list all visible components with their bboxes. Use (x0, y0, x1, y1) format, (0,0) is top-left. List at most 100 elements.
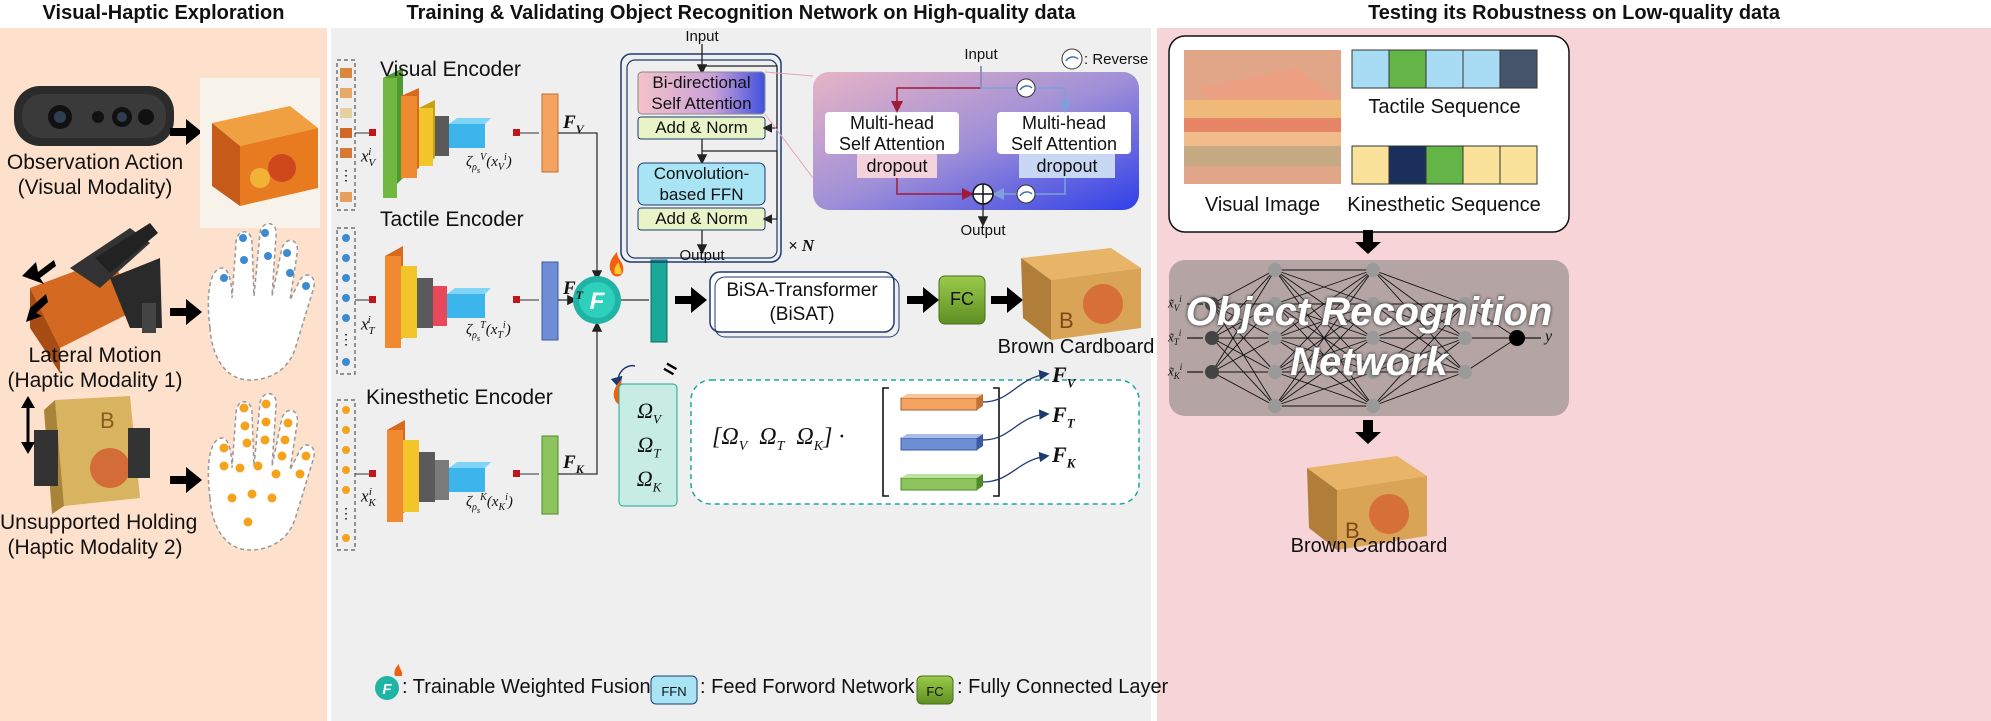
net-input-t: x̃Ti (1168, 328, 1182, 347)
legend-fusion-icon: F (375, 664, 403, 700)
network-lines (1211, 269, 1518, 407)
omega-v: ΩV (637, 398, 661, 427)
tactile-sequence-label: Tactile Sequence (1368, 96, 1521, 118)
dropout-right: dropout (1036, 156, 1098, 176)
bisa-label-line1: Bi-directional (652, 73, 751, 92)
visual-encoder-blocks (383, 68, 491, 198)
bisat-label-line1: BiSA-Transformer (726, 280, 878, 301)
kinesthetic-encoder-output-symbol: ζρsK(xKi) (466, 492, 513, 515)
holding-box-photo: B (34, 396, 150, 514)
right-panel-title: Testing its Robustness on Low-quality da… (1368, 2, 1780, 24)
observation-label-line2: (Visual Modality) (17, 176, 173, 199)
svg-text:B: B (1059, 308, 1074, 333)
kinesthetic-encoder-blocks (387, 420, 491, 522)
network-title-line2: Network (1290, 340, 1448, 384)
add-norm-label-2: Add & Norm (655, 209, 748, 228)
svg-text:B: B (1345, 518, 1360, 543)
attention-output-label: Output (960, 222, 1006, 239)
output-fk-symbol: FK (1052, 442, 1076, 471)
middle-panel-title: Training & Validating Object Recognition… (406, 2, 1076, 24)
svg-text:⋮: ⋮ (339, 331, 353, 347)
add-circle-icon (972, 183, 994, 205)
glove-holding (207, 392, 315, 551)
mhsa-right-line1: Multi-head (1021, 113, 1107, 133)
bisat-label-line2: (BiSAT) (769, 304, 835, 325)
network-title-line1: Object Recognition (1185, 290, 1553, 334)
equals-sign: = (659, 355, 683, 383)
lateral-label-line1: Lateral Motion (28, 344, 162, 367)
svg-text:F: F (590, 288, 606, 315)
omega-t: ΩT (637, 432, 661, 461)
tactile-sequence-cells (1351, 49, 1538, 89)
feature-fk-symbol: FK (563, 452, 584, 476)
visual-encoder-output-symbol: ζρsV(xVi) (466, 152, 512, 175)
legend-fc-badge: FC (926, 684, 944, 699)
transformer-input-label: Input (685, 28, 719, 45)
tactile-encoder-blocks (385, 246, 491, 348)
legend-fusion-label: : Trainable Weighted Fusion (402, 676, 651, 698)
svg-text:B: B (100, 408, 115, 433)
reverse-icon-output (1016, 184, 1036, 204)
ffn-label-line2: based FFN (659, 185, 744, 204)
reverse-icon (1016, 78, 1036, 98)
mhsa-left-line1: Multi-head (849, 113, 935, 133)
kinesthetic-sequence-cells (1351, 145, 1538, 185)
net-input-v: x̃Vi (1168, 294, 1182, 313)
network-nodes (1205, 263, 1525, 413)
tactile-encoder-title: Tactile Encoder (380, 208, 524, 231)
glove-lateral (207, 222, 315, 381)
kinesthetic-encoder-title: Kinesthetic Encoder (366, 386, 553, 409)
brown-cardboard-label-right: Brown Cardboard (1290, 535, 1448, 557)
reverse-legend-label: : Reverse (1084, 51, 1149, 68)
feature-bar-tactile (900, 434, 983, 451)
right-diagram: B (1168, 35, 1570, 550)
tactile-encoder-output-symbol: ζρsT(xTi) (466, 320, 511, 343)
omega-k: ΩK (636, 466, 662, 495)
kinesthetic-input-symbol: xKi (361, 486, 376, 510)
camera-icon (14, 86, 174, 146)
reverse-legend-icon (1061, 48, 1083, 70)
middle-diagram: ⋮ ⋮ ⋮ (336, 44, 1141, 705)
feature-ft-symbol: FT (563, 278, 584, 302)
box-photo-observation (200, 78, 320, 228)
mhsa-left-line2: Self Attention (838, 134, 946, 154)
legend-fc-label: : Fully Connected Layer (957, 676, 1169, 698)
attention-input-label: Input (964, 46, 998, 63)
left-illustrations: B (14, 78, 320, 551)
holding-label-line2: (Haptic Modality 2) (7, 536, 183, 559)
repeat-n-label: × N (788, 236, 815, 255)
output-ft-symbol: FT (1052, 402, 1075, 431)
bisa-label-line2: Self Attention (651, 94, 752, 113)
transformer-output-label: Output (679, 247, 725, 264)
weights-row: [ΩV ΩT ΩK] · (712, 424, 845, 454)
feature-bar-kinesthetic (900, 474, 983, 491)
observation-label-line1: Observation Action (6, 151, 184, 174)
arrow-icon (170, 119, 202, 145)
legend-ffn-badge: FFN (661, 684, 687, 699)
output-fv-symbol: FV (1052, 362, 1076, 391)
brown-cardboard-photo: B (1021, 248, 1141, 340)
ffn-label-line1: Convolution- (653, 164, 750, 183)
svg-text:⋮: ⋮ (339, 167, 353, 183)
down-arrow-icon-2 (1355, 420, 1381, 444)
tactile-input-symbol: xTi (361, 314, 375, 338)
kinesthetic-input-sequence: ⋮ (336, 399, 356, 551)
visual-input-sequence: ⋮ (336, 59, 356, 211)
fc-block-label: FC (950, 289, 974, 309)
fusion-icon: F (573, 276, 621, 324)
left-panel-title: Visual-Haptic Exploration (42, 2, 285, 24)
tactile-input-sequence: ⋮ (336, 227, 356, 375)
add-norm-label-1: Add & Norm (655, 118, 748, 137)
visual-encoder-title: Visual Encoder (380, 58, 521, 81)
svg-text:F: F (382, 681, 392, 698)
net-input-k: x̃Ki (1168, 362, 1183, 381)
feature-bar-visual (900, 394, 983, 411)
robot-hand-icon (30, 223, 162, 373)
lateral-label-line2: (Haptic Modality 1) (7, 369, 183, 392)
down-arrow-icon (1355, 230, 1381, 254)
legend-ffn-label: : Feed Forword Network (700, 676, 915, 698)
mhsa-right-line2: Self Attention (1010, 134, 1118, 154)
noisy-visual-image (1184, 50, 1341, 184)
kinesthetic-sequence-label: Kinesthetic Sequence (1347, 194, 1541, 216)
visual-image-label: Visual Image (1204, 194, 1321, 216)
